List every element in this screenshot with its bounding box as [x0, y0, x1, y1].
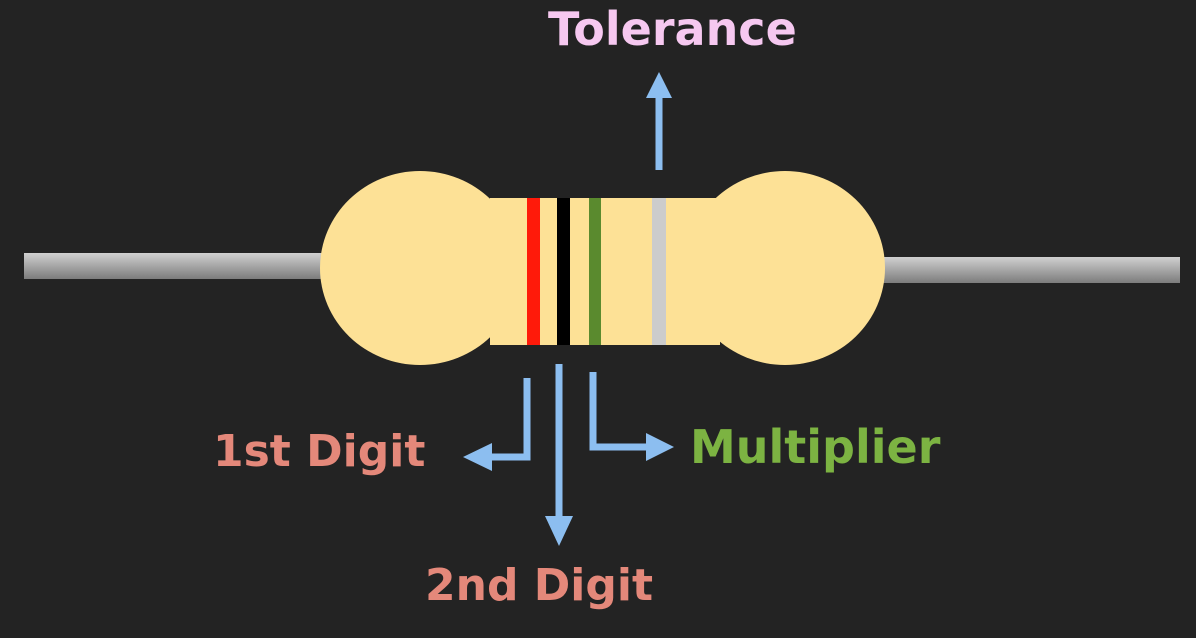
tolerance-label: Tolerance — [548, 2, 797, 56]
multiplier-label: Multiplier — [690, 420, 941, 474]
band-2-black — [557, 198, 570, 345]
right-lead — [872, 257, 1180, 283]
first-digit-arrow — [463, 378, 531, 471]
multiplier-arrow — [589, 372, 674, 461]
left-lead — [24, 253, 334, 279]
first-digit-label: 1st Digit — [213, 426, 426, 477]
band-1-red — [527, 198, 540, 345]
second-digit-arrow — [545, 364, 573, 546]
second-digit-label: 2nd Digit — [425, 560, 653, 611]
band-4-silver — [652, 198, 666, 345]
band-3-green — [589, 198, 601, 345]
tolerance-arrow — [646, 72, 672, 170]
resistor-body — [320, 171, 885, 365]
